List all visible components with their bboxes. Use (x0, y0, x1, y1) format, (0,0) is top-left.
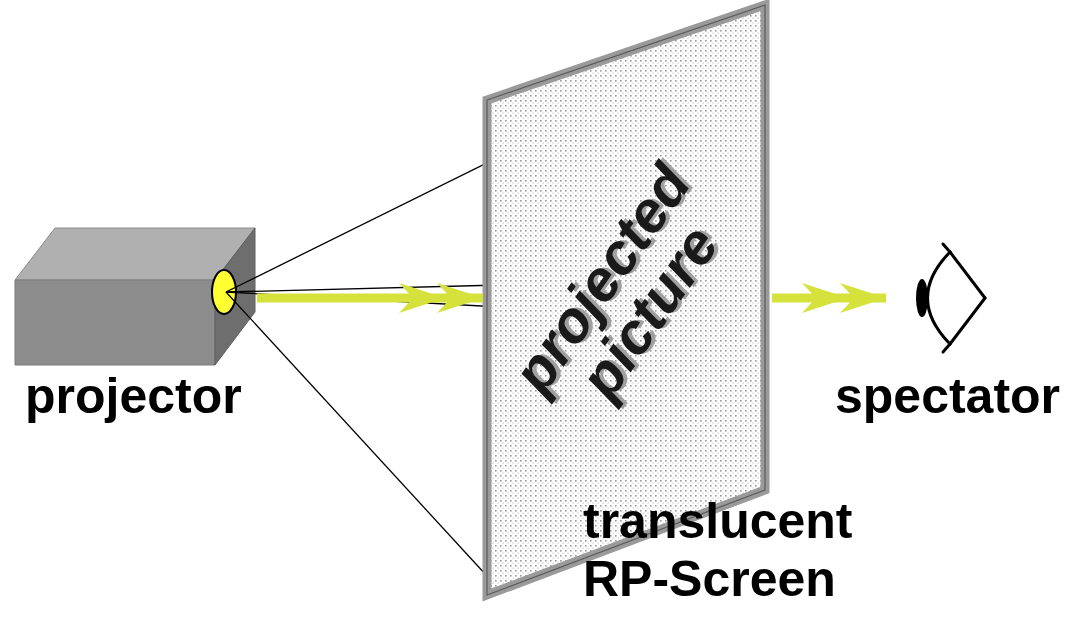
projector-node: projector (15, 225, 255, 365)
light-arrow (257, 283, 483, 313)
screen-label: translucent RP-Screen (583, 493, 883, 608)
light-arrow (772, 283, 886, 313)
projector-box (15, 228, 255, 365)
spectator-node: spectator (890, 240, 990, 355)
device-label: projector (25, 368, 242, 426)
viewer-label: spectator (835, 368, 1060, 426)
screen-picture-text: projected picture (483, 127, 767, 464)
eye-symbol (916, 244, 985, 352)
screen-node: projected picturetranslucent RP-Screen (487, 5, 770, 595)
